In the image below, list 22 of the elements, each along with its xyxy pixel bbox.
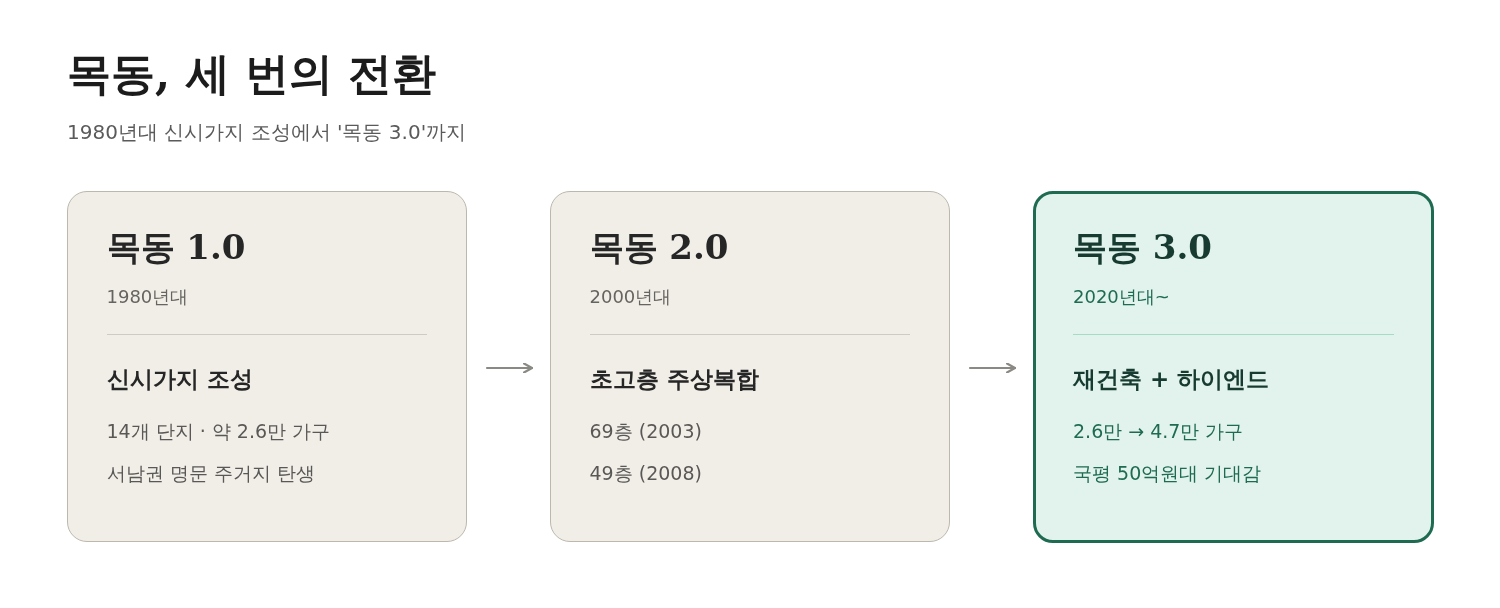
detail-text: 49층 (2008) xyxy=(589,460,702,486)
arrow xyxy=(485,362,534,374)
stage-title: 목동 1.0 xyxy=(106,225,246,269)
stage-heading: 재건축 + 하이엔드 xyxy=(1073,365,1270,394)
stage-title: 목동 3.0 xyxy=(1073,226,1212,269)
stage-card xyxy=(550,191,950,542)
detail-text: 69층 (2003) xyxy=(589,418,702,444)
stage-heading: 신시가지 조성 xyxy=(106,364,253,394)
stage-title: 목동 2.0 xyxy=(589,225,729,269)
subtitle-text: 1980년대 신시가지 조성에서 '목동 3.0'까지 xyxy=(67,119,467,146)
stage-card xyxy=(1033,191,1434,543)
detail-text: 2.6만 → 4.7만 가구 xyxy=(1073,419,1244,444)
period-label: 2000년대 xyxy=(589,284,672,309)
period-label: 2020년대~ xyxy=(1073,285,1170,309)
arrow xyxy=(968,362,1017,374)
detail-text: 14개 단지 · 약 2.6만 가구 xyxy=(106,418,331,444)
stage-card xyxy=(67,191,467,542)
stage-heading: 초고층 주상복합 xyxy=(589,364,759,394)
diagram-title: 목동, 세 번의 전환 xyxy=(67,47,437,101)
detail-text: 서남권 명문 주거지 탄생 xyxy=(106,460,315,486)
detail-text: 국평 50억원대 기대감 xyxy=(1073,461,1262,486)
period-label: 1980년대 xyxy=(106,284,189,309)
